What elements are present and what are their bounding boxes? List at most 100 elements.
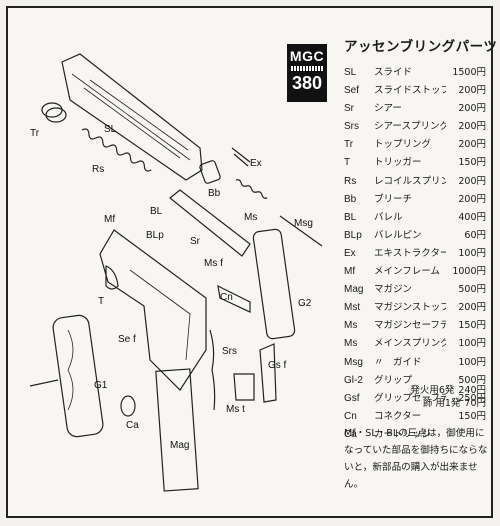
label-rs: Rs [92,164,105,175]
part-row: Ms メインスプリング 100円 [344,335,486,353]
part-row: Gsfグリップセーフティー250円 [344,390,486,408]
part-name: 〃 ガイド [374,356,422,368]
part-price: 200円 [458,139,486,151]
part-name: ブリーチ [374,193,413,205]
part-price: 200円 [458,302,486,314]
part-row: Rsレコイルスプリング200円 [344,173,486,191]
label-msf: Ms f [204,258,223,269]
part-code: Mag [344,284,364,296]
part-price: 100円 [458,247,486,259]
part-row: Tr トップリング 200円 [344,136,486,154]
slide-part [61,53,203,181]
part-row: Mst マガジンストップ 200円 [344,299,486,317]
exploded-parts-diagram [29,53,323,492]
sear-spring-part [209,329,216,411]
label-mst: Ms t [226,404,245,415]
part-price: 200円 [458,175,486,187]
part-name: トップリング [374,139,432,151]
part-code: T [344,157,351,169]
top-ring-part [41,102,63,118]
barrel-part [169,189,251,257]
mgc-380-logo: MGC 380 [287,44,327,102]
part-code: Sr [344,103,354,115]
extractor-part [231,147,251,167]
part-code: BL [344,211,357,223]
label-srs: Srs [222,346,237,357]
part-name: スライドストップ [374,85,446,97]
label-gsf: Gs f [268,360,287,371]
part-row: Ca カートリッジ [344,426,486,444]
part-price: 1000円 [452,266,486,278]
part-code: Bb [344,193,357,205]
part-name: メインフレーム [374,266,440,278]
label-bl: BL [150,206,163,217]
main-spring-part [235,179,268,199]
main-spring-guide-part [279,215,323,247]
label-ca: Ca [126,420,139,431]
part-name: バレルピン [374,229,422,241]
part-name: シアースプリング [374,121,446,133]
grip-left-part [52,314,104,438]
part-code: Srs [344,121,359,133]
part-name: カートリッジ [374,428,432,440]
label-mag: Mag [170,440,190,451]
part-code: Ms [344,320,358,332]
part-row: BL バレル 400円 [344,209,486,227]
part-code: BLp [344,229,362,241]
part-row: Msマガジンセーフティー150円 [344,317,486,335]
part-row: Msg 〃 ガイド 100円 [344,354,486,372]
part-price: 250円 [458,392,486,404]
part-row: BLp バレルピン 60円 [344,227,486,245]
part-price: 500円 [458,284,486,296]
part-code: Ca [344,428,357,440]
part-code: Rs [344,175,357,187]
part-price: 200円 [458,193,486,205]
part-name: コネクター [374,410,422,422]
breech-part [199,160,221,184]
part-code: Ms [344,338,358,350]
part-code: Tr [344,139,354,151]
part-code: Sef [344,85,360,97]
part-row: Mag マガジン 500円 [344,281,486,299]
label-g1: G1 [94,380,108,391]
trigger-part [105,265,119,290]
label-tr: Tr [30,128,40,139]
part-code: Msg [344,356,363,368]
part-name: グリップセーフティー [374,392,446,404]
part-code: SL [344,67,357,78]
grip-safety-part [259,343,277,403]
part-code: Mst [344,302,361,314]
part-name: マガジン [374,284,413,296]
part-name: マガジンストップ [374,302,446,314]
part-price: 60円 [464,229,486,241]
part-name: グリップ [374,374,413,386]
label-ex: Ex [250,158,262,169]
pin-part [29,379,59,387]
part-price: 400円 [458,211,486,223]
cartridge-label: 発火用6発 [410,385,455,396]
part-code: Gl-2 [344,374,363,386]
parts-list-title: アッセンブリングパーツ [344,39,498,55]
label-sef: Se f [118,334,136,345]
label-sr: Sr [190,236,200,247]
part-name: バレル [374,211,403,223]
part-name: スライド [374,67,413,78]
part-price: 100円 [458,338,486,350]
label-blp: BLp [146,230,164,241]
part-price: 150円 [458,157,486,169]
part-price: 100円 [458,356,486,368]
part-name: メインスプリング [374,338,446,350]
cartridge-price: 70円 [464,398,486,409]
part-name: マガジンセーフティー [374,320,446,332]
recoil-spring-part [81,128,152,172]
part-price: 150円 [458,410,486,422]
